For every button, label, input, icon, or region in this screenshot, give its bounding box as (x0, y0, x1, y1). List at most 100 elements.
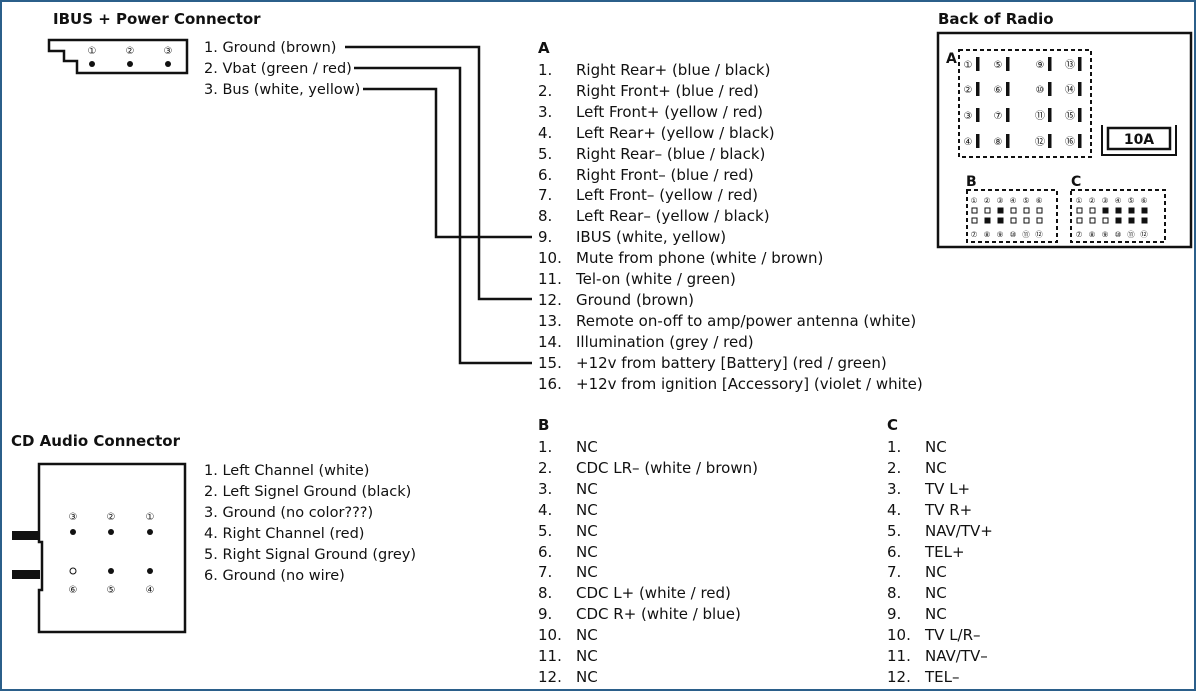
pin-text: ① (1076, 196, 1083, 205)
back-of-radio-title: Back of Radio (938, 10, 1054, 28)
wire-bus (363, 87, 532, 239)
pin-text: IBUS (white, yellow) (576, 228, 727, 247)
cd-wire-5: 5. Right Signal Ground (grey) (204, 547, 416, 563)
pin-text: ⑫ (1140, 230, 1148, 239)
pin-text: 1. (538, 438, 553, 456)
pin-text: ⑦ (1076, 230, 1083, 239)
pin-text: ① (971, 196, 978, 205)
pin-text: 2. (538, 458, 553, 477)
pin-text: ⑩ (1115, 230, 1122, 239)
list-item: 7.NC (538, 562, 758, 583)
block-b-outline (966, 189, 1058, 243)
pin-text: ⑤ (1128, 196, 1135, 205)
pin-text: 11. (538, 270, 562, 289)
ibus-pin-2: ② (126, 46, 135, 57)
pin-text: CDC L+ (white / red) (576, 584, 731, 603)
cd-pin-6: ⑥ (69, 585, 78, 596)
pin-text: 1. (887, 438, 902, 456)
ibus-pin-1: ① (88, 46, 97, 57)
pin-text: NC (576, 438, 598, 456)
pin-text: CDC R+ (white / blue) (576, 605, 741, 624)
pin-text: Right Rear+ (blue / black) (576, 61, 771, 79)
pin-text: ⑥ (1141, 196, 1148, 205)
list-item: 9. CDC R+ (white / blue) (538, 604, 758, 625)
pin-text: 7. (538, 186, 553, 205)
cd-pin-1: ① (146, 512, 155, 523)
pin-list-a: 1.Right Rear+ (blue / black) 2.Right Fro… (538, 60, 923, 395)
list-item: 8.Left Rear– (yellow / black) (538, 206, 923, 227)
list-item: 8.CDC L+ (white / red) (538, 583, 758, 604)
cd-wire-1: 1. Left Channel (white) (204, 463, 370, 479)
pin-text: Right Rear– (blue / black) (576, 144, 766, 163)
pin-text: 15. (538, 353, 562, 372)
list-item: 3.Left Front+ (yellow / red) (538, 102, 923, 123)
list-item: 10.Mute from phone (white / brown) (538, 248, 923, 269)
pin-text: ⑬ (1065, 59, 1075, 71)
list-item: 3.NC (538, 479, 758, 500)
pin-text: 5. (538, 144, 553, 163)
pin-text: NC (576, 647, 598, 666)
ibus-pin-3: ③ (164, 46, 173, 57)
block-a-outline (958, 49, 1092, 158)
pin-text: 1. (538, 61, 553, 79)
list-item: 2. CDC LR– (white / brown) (538, 458, 758, 479)
pin-text: 7. (887, 563, 902, 582)
pin-text: ⑥ (994, 85, 1003, 96)
cd-pin-3: ③ (69, 512, 78, 523)
list-item: 15.+12v from battery [Battery] (red / gr… (538, 353, 923, 374)
pin-text: ① (964, 60, 973, 71)
fuse-box (1106, 126, 1172, 151)
pin-text: ⑨ (997, 230, 1004, 239)
pin-text: CDC LR– (white / brown) (576, 458, 758, 477)
ibus-wire-2: 2. Vbat (green / red) (204, 61, 352, 77)
pin-text: TV L/R– (925, 626, 981, 645)
cd-pin-4: ④ (146, 585, 155, 596)
pin-text: 10. (538, 249, 562, 268)
pin-text: ③ (997, 196, 1004, 205)
list-item: 1. NC (887, 437, 993, 458)
pin-text: ⑫ (1035, 136, 1045, 148)
cd-wire-3: 3. Ground (no color???) (204, 505, 374, 521)
list-item: 11.Tel-on (white / green) (538, 269, 923, 290)
pin-text: 5. (538, 521, 553, 540)
pin-text: 4. (887, 500, 902, 519)
pin-text: NC (576, 626, 598, 645)
pin-text: Left Rear– (yellow / black) (576, 207, 770, 226)
pin-text: Remote on-off to amp/power antenna (whit… (576, 311, 917, 330)
pin-text: 9. (538, 605, 553, 624)
pin-text: 3. (538, 479, 553, 498)
pin-text: NC (576, 542, 598, 561)
pin-text: 9. (887, 605, 902, 624)
list-item: 8.NC (887, 583, 993, 604)
wire-vbat (354, 66, 532, 365)
pin-text: 6. (538, 165, 553, 184)
pin-text: 16. (538, 374, 562, 393)
list-item: 7.Left Front– (yellow / red) (538, 185, 923, 206)
pin-text: ⑯ (1065, 136, 1075, 148)
pin-text: NC (925, 605, 947, 624)
pin-text: ⑦ (971, 230, 978, 239)
pin-text: 2. (887, 458, 902, 477)
pin-text: ⑧ (1089, 230, 1096, 239)
pin-text: NC (925, 438, 947, 456)
pin-text: ⑫ (1035, 230, 1043, 239)
pin-text: ⑪ (1035, 110, 1045, 122)
list-item: 12.NC (538, 667, 758, 688)
pin-text: NC (925, 584, 947, 603)
pin-text: 12. (538, 290, 562, 309)
list-item: 1. Right Rear+ (blue / black) (538, 60, 923, 81)
pin-text: Ground (brown) (576, 290, 694, 309)
list-item: 16.+12v from ignition [Accessory] (viole… (538, 374, 923, 395)
pin-text: ⑪ (1127, 230, 1135, 239)
pin-text: ⑤ (1023, 196, 1030, 205)
list-item: 3.TV L+ (887, 479, 993, 500)
pin-text: 6. (887, 542, 902, 561)
pin-text: NAV/TV– (925, 647, 988, 666)
block-c-label: C (1071, 174, 1081, 190)
pin-text: 9. (538, 228, 553, 247)
pin-text: TV R+ (925, 500, 973, 519)
ibus-connector-title: IBUS + Power Connector (53, 10, 261, 28)
list-item: 10.TV L/R– (887, 625, 993, 646)
pin-text: ③ (964, 111, 973, 122)
pin-text: ② (1089, 196, 1096, 205)
